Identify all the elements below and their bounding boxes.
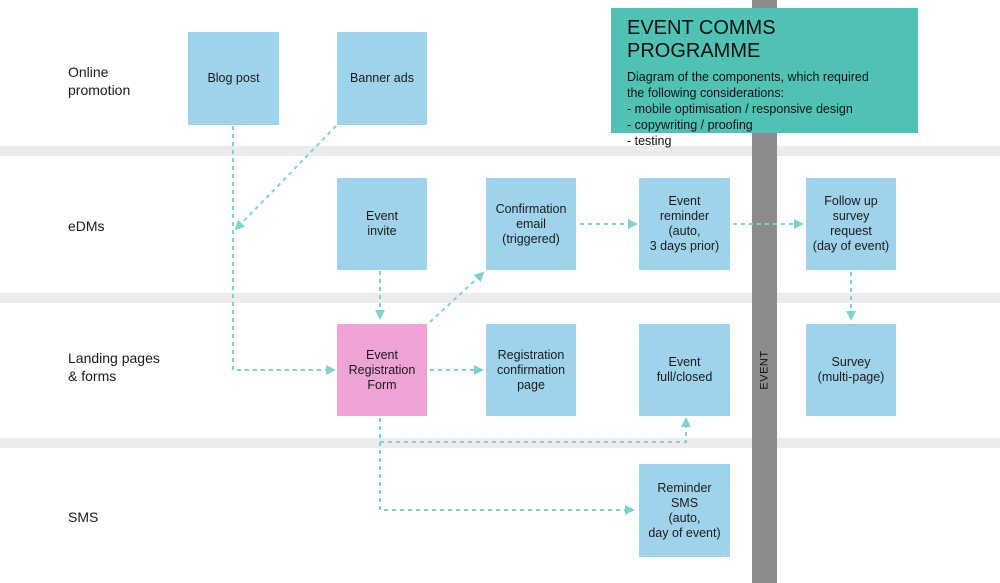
blog-post-box: Blog post [188,32,279,125]
survey-box: Survey (multi-page) [806,324,896,416]
arrow-form-to-reminder-sms [379,442,635,515]
event-full-closed-box: Event full/closed [639,324,730,416]
registration-confirmation-box: Registration confirmation page [486,324,576,416]
arrow-blog-to-form [232,126,336,375]
reminder-sms-box: Reminder SMS (auto, day of event) [639,464,730,557]
event-registration-form-box: Event Registration Form [337,324,427,416]
programme-title: EVENT COMMS PROGRAMME [627,17,776,62]
event-invite-box: Event invite [337,178,427,270]
row-label-edms: eDMs [68,218,105,234]
follow-up-survey-box: Follow up survey request (day of event) [806,178,896,270]
considerations-list: - mobile optimisation / responsive desig… [627,101,902,149]
arrow-form-to-event-full [379,417,691,443]
row-label-sms: SMS [68,509,99,525]
consideration-item: - testing [627,134,672,148]
lane-divider [0,146,1000,156]
arrow-form-to-confirmation-email [429,271,485,323]
consideration-item: - mobile optimisation / responsive desig… [627,102,853,116]
row-label-online-promotion: Online promotion [68,64,131,98]
programme-description: Diagram of the components, which require… [627,70,869,100]
event-reminder-box: Event reminder (auto, 3 days prior) [639,178,730,270]
consideration-item: - copywriting / proofing [627,118,753,132]
arrow-banner-to-edms [234,125,337,231]
confirmation-email-box: Confirmation email (triggered) [486,178,576,270]
row-label-landing-pages: Landing pages & forms [68,350,160,384]
programme-title-box: EVENT COMMS PROGRAMME Diagram of the com… [611,8,918,148]
lane-divider [0,293,1000,303]
banner-ads-box: Banner ads [337,32,427,125]
